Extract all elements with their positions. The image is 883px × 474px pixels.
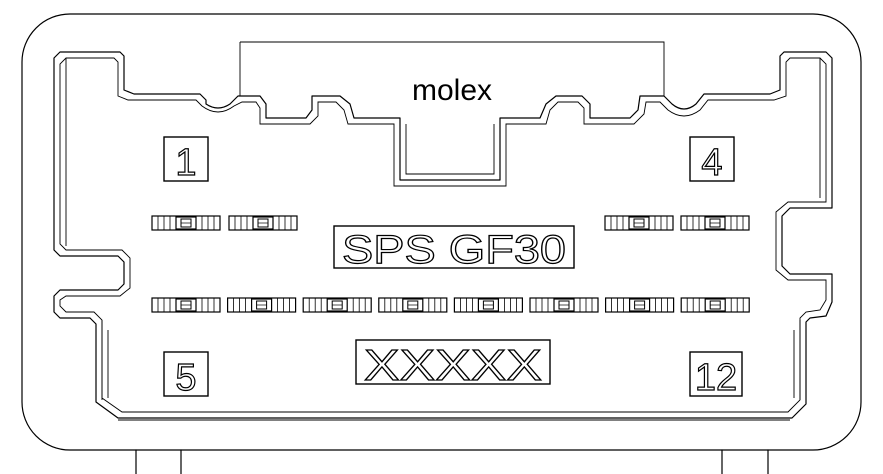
part-marking: XXXXX xyxy=(355,339,551,391)
inner-cavity-wall xyxy=(53,41,833,421)
cavity-top-2 xyxy=(228,215,298,231)
svg-text:12: 12 xyxy=(695,357,737,399)
svg-text:SPS GF30: SPS GF30 xyxy=(342,228,566,272)
svg-text:5: 5 xyxy=(175,357,196,399)
cavity-bottom-3 xyxy=(302,297,372,313)
cavity-top-4 xyxy=(680,215,750,231)
cavity-top-1 xyxy=(151,215,221,231)
cavity-bottom-6 xyxy=(529,297,599,313)
cavity-bottom-7 xyxy=(604,297,675,313)
terminal-cavities xyxy=(151,215,750,313)
cavity-bottom-2 xyxy=(227,297,297,313)
svg-text:XXXXX: XXXXX xyxy=(364,341,542,390)
svg-text:1: 1 xyxy=(175,142,196,184)
cavity-bottom-8 xyxy=(680,297,750,313)
svg-text:4: 4 xyxy=(701,142,722,184)
pin-label-bottom-left: 5 xyxy=(163,351,209,400)
cavity-bottom-4 xyxy=(378,297,448,313)
material-marking: SPS GF30 xyxy=(333,225,575,273)
pin-label-top-right: 4 xyxy=(689,136,735,185)
cavity-bottom-1 xyxy=(151,297,221,313)
cavity-top-3 xyxy=(604,215,674,231)
brand-logo: molex xyxy=(412,74,492,107)
cavity-bottom-5 xyxy=(453,297,523,313)
pin-label-bottom-right: 12 xyxy=(689,351,743,400)
mounting-legs xyxy=(135,449,769,474)
pin-label-top-left: 1 xyxy=(163,136,209,185)
housing-outline xyxy=(21,13,862,451)
